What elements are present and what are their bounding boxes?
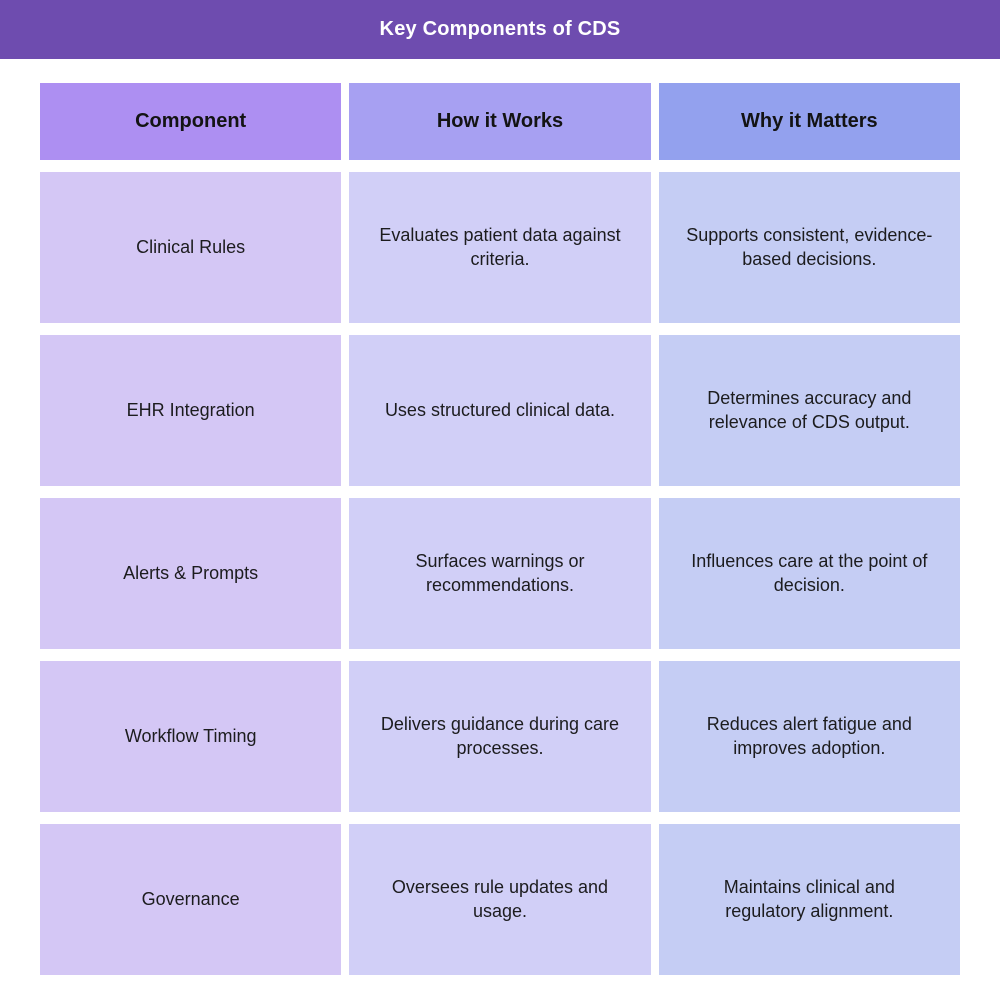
table-cell-why: Supports consistent, evidence-based deci… xyxy=(658,172,960,323)
table-cell-how: Delivers guidance during care processes. xyxy=(349,661,651,812)
page-title: Key Components of CDS xyxy=(379,18,621,40)
column-header-how-it-works: How it Works xyxy=(349,83,651,160)
column-header-component: Component xyxy=(40,83,342,160)
table-cell-why: Maintains clinical and regulatory alignm… xyxy=(658,824,960,975)
table-cell-how: Oversees rule updates and usage. xyxy=(349,824,651,975)
title-banner: Key Components of CDS xyxy=(0,0,1000,59)
table-cell-component: EHR Integration xyxy=(40,335,342,486)
table-cell-component: Workflow Timing xyxy=(40,661,342,812)
table-cell-component: Clinical Rules xyxy=(40,172,342,323)
column-header-why-it-matters: Why it Matters xyxy=(658,83,960,160)
table-cell-how: Surfaces warnings or recommendations. xyxy=(349,498,651,649)
cds-components-table: Component How it Works Why it Matters Cl… xyxy=(40,83,960,975)
table-cell-how: Evaluates patient data against criteria. xyxy=(349,172,651,323)
table-cell-why: Determines accuracy and relevance of CDS… xyxy=(658,335,960,486)
table-cell-component: Alerts & Prompts xyxy=(40,498,342,649)
table-cell-how: Uses structured clinical data. xyxy=(349,335,651,486)
table-cell-why: Reduces alert fatigue and improves adopt… xyxy=(658,661,960,812)
table-cell-component: Governance xyxy=(40,824,342,975)
table-cell-why: Influences care at the point of decision… xyxy=(658,498,960,649)
